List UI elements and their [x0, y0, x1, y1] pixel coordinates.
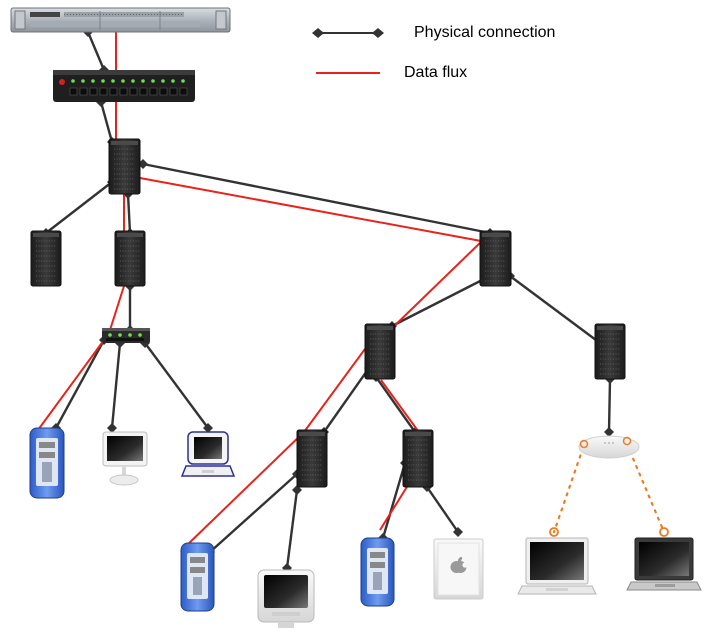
tower-right-low-a	[296, 429, 328, 488]
physical-link-hub-small-to-powermac-left	[51, 335, 109, 433]
power-mac-cube	[433, 538, 484, 600]
data-flux-lines	[37, 32, 483, 549]
power-mac-g4	[360, 537, 395, 607]
legend-physical-swatch	[312, 28, 384, 38]
data-flux-hub-small-to-powermac-left	[37, 339, 105, 431]
physical-connections	[41, 27, 615, 573]
legend-data-label: Data flux	[404, 64, 468, 81]
data-flux-tower-left-b-to-hub-small	[109, 285, 125, 331]
physical-link-tower-left-b-to-hub-small	[125, 281, 135, 335]
tower-left-b	[114, 230, 146, 287]
laptop-white	[517, 537, 597, 595]
rack-server	[10, 7, 231, 33]
laptop-black	[626, 537, 702, 591]
physical-link-tower-core-to-tower-right-top	[138, 159, 495, 238]
wireless-link-laptop-white	[549, 446, 585, 537]
legend-physical-label: Physical connection	[414, 24, 556, 41]
physical-link-tower-right-low-a-to-emac-bottom	[282, 485, 302, 573]
tower-right-low-b	[402, 429, 434, 488]
physical-link-hub-small-to-ibook-left	[140, 338, 213, 433]
physical-link-tower-core-to-tower-left-a	[41, 177, 117, 238]
physical-link-tower-right-low-b-to-g4-cube	[422, 482, 463, 537]
tower-right-mid	[364, 323, 396, 380]
imac-g4	[102, 431, 148, 486]
physical-link-hub-small-to-imac-left	[107, 338, 125, 433]
physical-link-tower-right-mid-to-tower-right-low-b	[371, 372, 420, 437]
power-mac-g4	[180, 542, 215, 612]
wireless-links	[549, 442, 669, 537]
power-mac-g4	[29, 427, 65, 499]
tower-right-top	[479, 230, 512, 287]
data-flux-tower-right-low-b-to-powermac-bottom-b	[379, 481, 411, 531]
physical-link-server-to-switch-main	[83, 27, 109, 75]
tower-right-far	[594, 323, 626, 380]
tower-left-a	[30, 230, 62, 287]
data-flux-tower-right-mid-to-tower-right-low-b	[380, 379, 422, 436]
tower-core	[108, 138, 141, 195]
data-flux-tower-right-low-a-to-powermac-bottom-a	[183, 431, 305, 549]
airport-base-station	[578, 435, 640, 459]
data-flux-tower-core-to-tower-right-top	[139, 177, 482, 242]
data-flux-tower-right-mid-to-tower-right-low-a	[303, 333, 377, 433]
physical-link-tower-right-far-to-airport-base	[604, 374, 615, 437]
network-hub	[102, 328, 150, 343]
ibook	[180, 431, 236, 477]
data-flux-tower-right-top-to-tower-right-mid	[385, 240, 483, 335]
emac	[257, 569, 315, 628]
apple-logo-icon	[450, 556, 468, 573]
wireless-link-laptop-black	[625, 442, 669, 537]
network-switch	[53, 70, 195, 102]
legend	[312, 28, 384, 74]
